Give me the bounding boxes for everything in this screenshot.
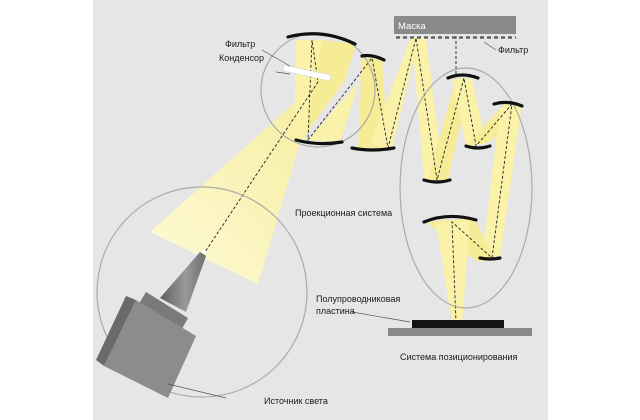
wafer-label-line1: Полупроводниковая — [316, 294, 400, 304]
optical-path — [202, 36, 513, 323]
light-source — [96, 249, 207, 398]
condenser-filter — [282, 64, 332, 82]
condenser-mirror-small — [360, 53, 386, 62]
mask-label: Маска — [398, 21, 426, 32]
mirrors — [286, 32, 524, 261]
filter-right-label: Фильтр — [498, 45, 528, 55]
condenser-beam-3 — [308, 60, 378, 142]
projection-ellipse — [399, 67, 533, 309]
projection-mirror-1 — [422, 178, 452, 184]
projection-mirror-3 — [464, 144, 492, 150]
projection-system-label: Проекционная система — [295, 208, 392, 218]
projection-beam-1 — [412, 38, 444, 180]
light-source-label: Источник света — [264, 396, 328, 406]
projection-mirror-2 — [446, 73, 480, 80]
source-body-side — [96, 296, 136, 366]
light-source-circle — [96, 186, 308, 398]
condenser-beam-5 — [370, 40, 418, 148]
projection-beam-7 — [436, 220, 470, 322]
projection-mirror-5 — [422, 214, 478, 224]
source-cone-beam — [150, 82, 318, 284]
projection-mirror-4 — [492, 100, 524, 108]
positioning-system-label: Система позиционирования — [400, 352, 518, 362]
source-point — [201, 249, 207, 255]
labels: Фильтр Конденсор Фильтр Проекционная сис… — [219, 39, 528, 406]
source-body — [104, 300, 196, 398]
filter-top-leader — [261, 49, 291, 67]
leader-lines — [167, 41, 497, 399]
condenser-label: Конденсор — [219, 53, 264, 63]
condenser-beam-1 — [294, 40, 322, 140]
condenser-mirror-top — [286, 32, 357, 46]
light-beams — [150, 38, 522, 322]
mask-plate — [394, 16, 516, 34]
wafer-label-line2: пластина — [316, 306, 355, 316]
positioning-stage — [388, 328, 532, 336]
wafer — [412, 320, 504, 328]
condenser-beam-2 — [306, 40, 356, 134]
condenser-mirror-bottom-left — [294, 138, 344, 146]
projection-beam-3 — [452, 78, 486, 146]
filter-top-label: Фильтр — [225, 39, 255, 49]
projection-mirror-6 — [478, 256, 502, 261]
condenser-mirror-bottom-right — [350, 146, 396, 152]
source-nozzle — [160, 252, 206, 312]
